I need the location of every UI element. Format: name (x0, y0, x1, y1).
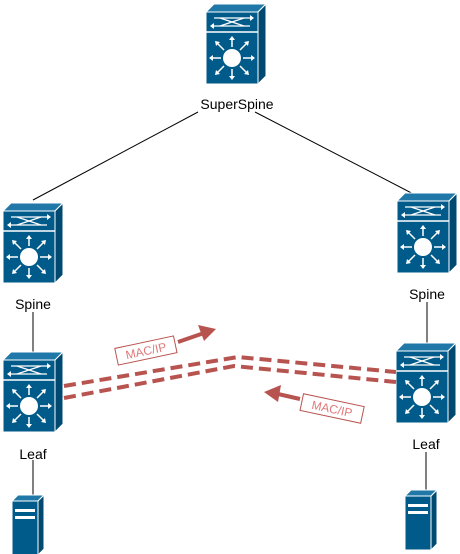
links (32, 111, 428, 495)
mac-ip-tag-lower: MAC/IP (299, 393, 365, 424)
leaf-right-switch-icon[interactable] (395, 342, 457, 424)
link-superspine-spine-right (254, 111, 426, 201)
spine-left-label: Spine (15, 296, 51, 312)
spine-left-switch-icon[interactable] (2, 202, 64, 284)
route-arrow-upper (177, 325, 216, 344)
superspine-label: SuperSpine (200, 96, 273, 112)
spine-right-switch-icon[interactable] (396, 192, 458, 274)
tunnel (63, 354, 397, 400)
server-left-icon[interactable] (11, 494, 45, 554)
tunnel-line-lower (63, 363, 397, 400)
server-right-icon[interactable] (404, 489, 438, 551)
superspine-switch-icon[interactable] (205, 3, 267, 85)
link-superspine-spine-left (32, 111, 199, 201)
route-arrow-lower (264, 385, 301, 402)
leaf-right-label: Leaf (412, 436, 439, 452)
leaf-left-label: Leaf (19, 446, 46, 462)
spine-right-label: Spine (409, 286, 445, 302)
mac-ip-tag-upper: MAC/IP (114, 335, 178, 366)
tunnel-line-upper (63, 354, 397, 388)
leaf-left-switch-icon[interactable] (2, 351, 64, 433)
